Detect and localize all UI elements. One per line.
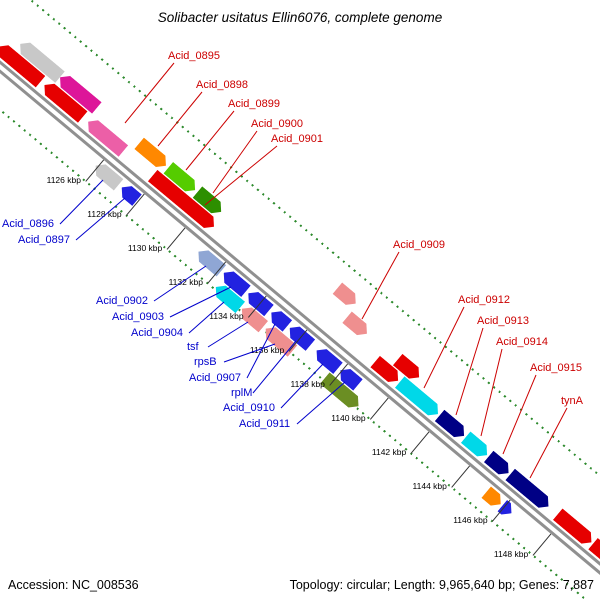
gene-label-Acid_0896[interactable]: Acid_0896 (2, 218, 54, 230)
gene-label-Acid_0913[interactable]: Acid_0913 (477, 315, 529, 327)
gene-label-Acid_0912[interactable]: Acid_0912 (458, 294, 510, 306)
gene-label-Acid_0895[interactable]: Acid_0895 (168, 50, 220, 62)
gene-label-Acid_0911[interactable]: Acid_0911 (239, 418, 291, 430)
gene-label-Acid_0903[interactable]: Acid_0903 (112, 311, 164, 323)
gene-label-rplM[interactable]: rplM (231, 387, 253, 399)
stats-text: Topology: circular; Length: 9,965,640 bp… (289, 578, 594, 592)
gene-label-tsf[interactable]: tsf (187, 341, 199, 353)
gene-label-Acid_0915[interactable]: Acid_0915 (530, 362, 582, 374)
gene-label-Acid_0909[interactable]: Acid_0909 (393, 239, 445, 251)
gene-label-tynA[interactable]: tynA (561, 395, 584, 407)
gene-label-Acid_0902[interactable]: Acid_0902 (96, 295, 148, 307)
gene-label-Acid_0910[interactable]: Acid_0910 (223, 402, 275, 414)
accession-text: Accession: NC_008536 (8, 578, 139, 592)
gene-label-Acid_0897[interactable]: Acid_0897 (18, 234, 70, 246)
gene-label-Acid_0901[interactable]: Acid_0901 (271, 133, 323, 145)
gene-label-Acid_0904[interactable]: Acid_0904 (131, 327, 183, 339)
gene-label-Acid_0898[interactable]: Acid_0898 (196, 79, 248, 91)
gene-label-Acid_0900[interactable]: Acid_0900 (251, 118, 303, 130)
gene-label-Acid_0899[interactable]: Acid_0899 (228, 98, 280, 110)
gene-label-rpsB[interactable]: rpsB (194, 356, 217, 368)
genome-title: Solibacter usitatus Ellin6076, complete … (157, 10, 443, 25)
gene-label-Acid_0914[interactable]: Acid_0914 (496, 336, 548, 348)
gene-label-Acid_0907[interactable]: Acid_0907 (189, 372, 241, 384)
